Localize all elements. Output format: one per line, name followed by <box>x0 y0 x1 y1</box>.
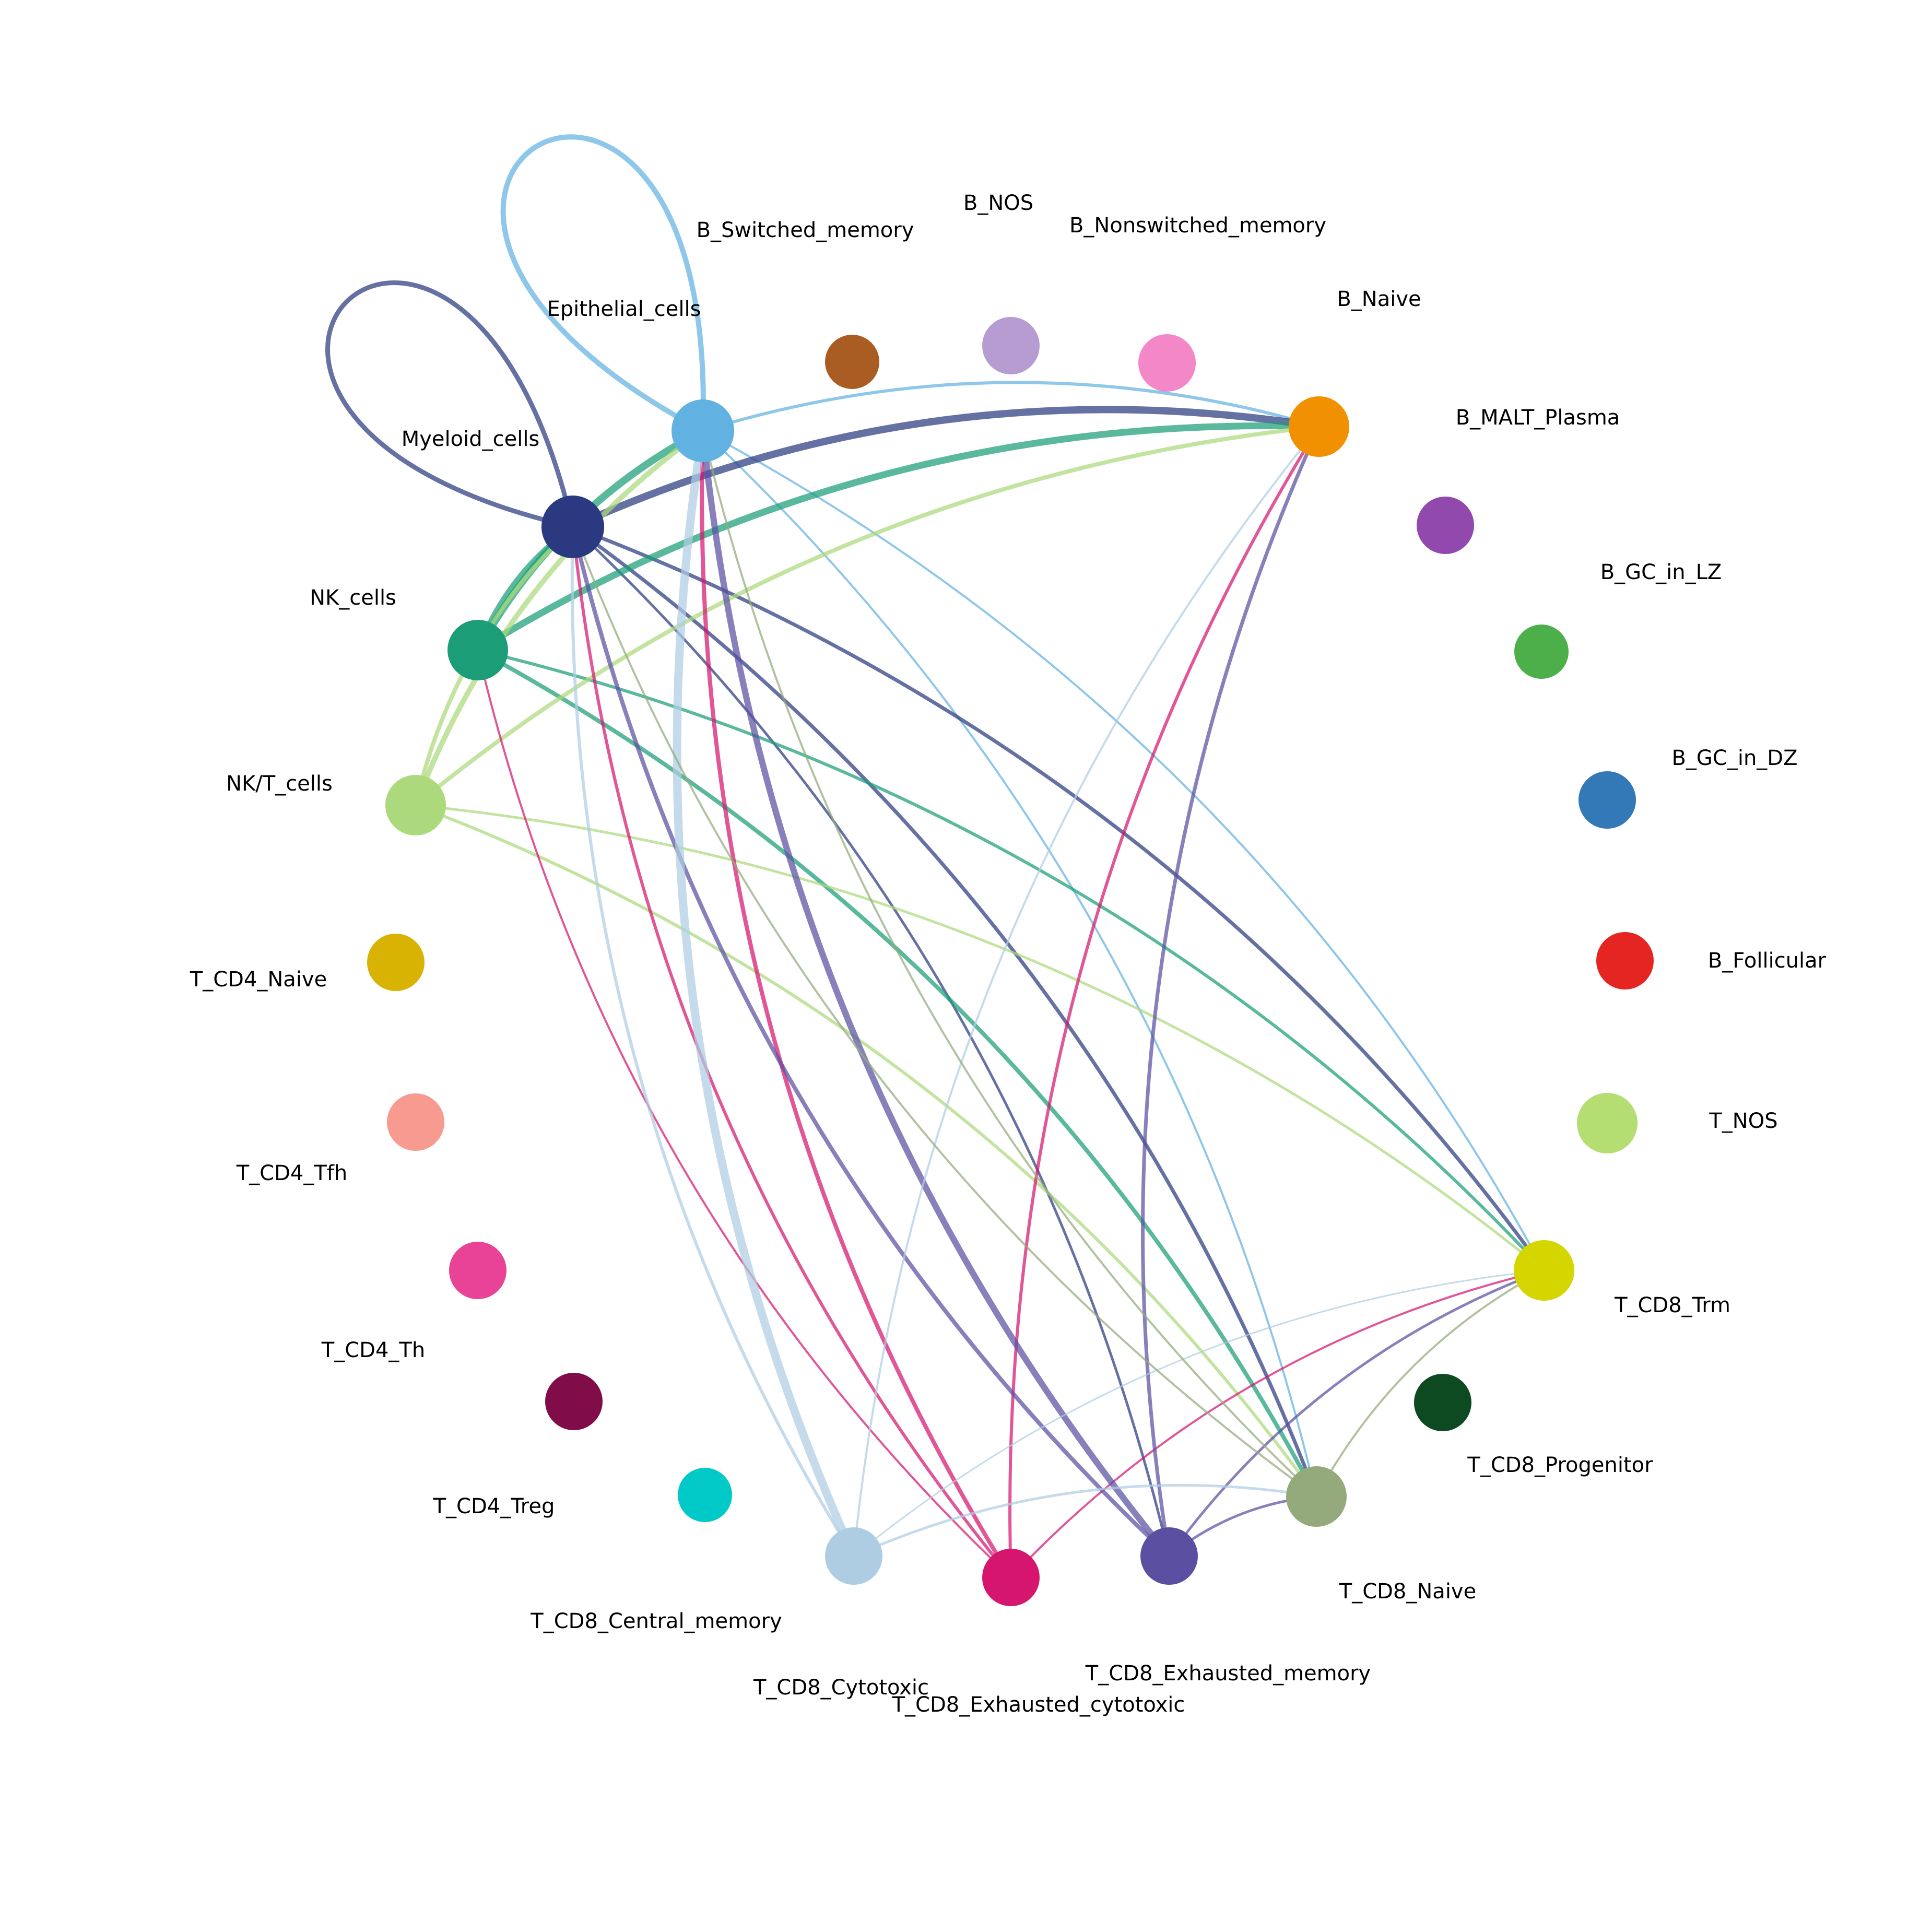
label-B_GC_in_LZ: B_GC_in_LZ <box>1600 560 1722 584</box>
edge-T_CD8_Exhausted_memory-to-B_Naive <box>1141 425 1321 1558</box>
node-Myeloid_cells <box>541 496 604 558</box>
node-T_CD8_Trm <box>1514 1240 1574 1301</box>
node-B_MALT_Plasma <box>1417 497 1474 554</box>
self-loop-Myeloid_cells <box>325 280 575 529</box>
self-loop-Epithelial_cells <box>500 134 706 433</box>
edge-T_CD8_Naive-to-Epithelial_cells <box>702 430 1317 1498</box>
label-Epithelial_cells: Epithelial_cells <box>547 297 701 321</box>
label-T_CD8_Cytotoxic: T_CD8_Cytotoxic <box>753 1676 929 1700</box>
node-B_Nonswitched_memory <box>1138 334 1196 392</box>
node-B_Naive <box>1289 396 1349 457</box>
edge-Epithelial_cells-to-T_CD8_Naive <box>702 430 1317 1498</box>
label-B_MALT_Plasma: B_MALT_Plasma <box>1456 406 1620 430</box>
label-Myeloid_cells: Myeloid_cells <box>402 427 540 451</box>
edge-NK/T_cells-to-B_Naive <box>414 425 1321 807</box>
edge-T_CD8_Naive-to-Myeloid_cells <box>572 526 1317 1498</box>
edge-T_CD8_Exhausted_cytotoxic-to-B_Naive <box>1008 425 1321 1579</box>
label-B_Nonswitched_memory: B_Nonswitched_memory <box>1069 214 1326 238</box>
label-B_Follicular: B_Follicular <box>1708 949 1827 973</box>
label-B_Naive: B_Naive <box>1337 287 1421 311</box>
label-T_CD4_Tfh: T_CD4_Tfh <box>236 1161 347 1185</box>
labels-layer: Epithelial_cells B_Switched_memory B_NOS B_… <box>190 191 1827 1717</box>
label-T_CD8_Exhausted_cytotoxic: T_CD8_Exhausted_cytotoxic <box>892 1693 1185 1717</box>
label-B_Switched_memory: B_Switched_memory <box>697 218 914 242</box>
label-T_CD4_Naive: T_CD4_Naive <box>190 968 327 992</box>
node-Epithelial_cells <box>672 399 734 462</box>
node-B_Switched_memory <box>825 335 879 389</box>
self-loops-layer <box>325 134 706 529</box>
label-NK/T_cells: NK/T_cells <box>226 772 333 796</box>
node-T_CD8_Exhausted_memory <box>1140 1527 1198 1585</box>
node-T_CD8_Cytotoxic <box>825 1527 882 1585</box>
edge-T_CD8_Exhausted_memory-to-Myeloid_cells <box>571 525 1171 1558</box>
label-T_CD8_Exhausted_memory: T_CD8_Exhausted_memory <box>1085 1662 1371 1686</box>
edge-Myeloid_cells-to-B_Naive <box>569 406 1323 531</box>
node-T_CD8_Naive <box>1286 1466 1347 1527</box>
label-B_GC_in_DZ: B_GC_in_DZ <box>1671 746 1797 770</box>
edge-T_CD8_Exhausted_cytotoxic-to-Epithelial_cells <box>700 429 1013 1580</box>
node-B_GC_in_DZ <box>1578 771 1636 829</box>
label-T_CD8_Progenitor: T_CD8_Progenitor <box>1467 1453 1653 1477</box>
label-T_CD4_Treg: T_CD4_Treg <box>433 1494 555 1518</box>
node-T_CD8_Exhausted_cytotoxic <box>982 1549 1040 1606</box>
edge-Myeloid_cells-to-T_CD8_Naive <box>571 525 1318 1499</box>
node-T_NOS <box>1577 1093 1638 1153</box>
node-NK_cells <box>447 620 508 680</box>
node-T_CD8_Central_memory <box>678 1468 732 1522</box>
edge-Epithelial_cells-to-B_Naive <box>701 381 1321 432</box>
label-T_CD8_Naive: T_CD8_Naive <box>1339 1580 1476 1604</box>
edge-T_CD8_Cytotoxic-to-T_CD8_Trm <box>853 1269 1545 1557</box>
edge-T_CD8_Exhausted_cytotoxic-to-Myeloid_cells <box>571 525 1012 1579</box>
label-T_CD8_Central_memory: T_CD8_Central_memory <box>530 1609 782 1633</box>
node-T_CD4_Treg <box>545 1373 603 1430</box>
edge-T_CD8_Exhausted_memory-to-Epithelial_cells <box>700 428 1172 1559</box>
edge-T_CD8_Exhausted_memory-to-T_CD8_Trm <box>1168 1269 1546 1558</box>
label-T_NOS: T_NOS <box>1709 1109 1777 1133</box>
edge-T_CD8_Cytotoxic-to-T_CD8_Naive <box>852 1483 1318 1558</box>
label-B_NOS: B_NOS <box>963 191 1033 215</box>
node-T_CD8_Progenitor <box>1414 1374 1471 1431</box>
edge-NK/T_cells-to-Epithelial_cells <box>413 428 705 808</box>
edge-NK/T_cells-to-T_CD8_Naive <box>414 804 1318 1498</box>
edge-NK/T_cells-to-T_CD8_Trm <box>414 804 1546 1272</box>
edge-T_CD8_Cytotoxic-to-B_Naive <box>853 426 1320 1557</box>
edge-NK_cells-to-T_CD8_Trm <box>476 649 1546 1272</box>
nodes-layer <box>367 317 1654 1606</box>
label-NK_cells: NK_cells <box>310 586 396 610</box>
node-T_CD4_Naive <box>367 934 425 991</box>
edge-Epithelial_cells-to-T_CD8_Trm <box>702 430 1545 1271</box>
label-T_CD4_Th: T_CD4_Th <box>321 1338 425 1362</box>
edge-T_CD8_Cytotoxic-to-Epithelial_cells <box>673 427 858 1560</box>
node-NK/T_cells <box>385 775 446 835</box>
edge-T_CD8_Naive-to-T_CD8_Trm <box>1315 1269 1545 1498</box>
node-T_CD4_Th <box>449 1242 506 1299</box>
edge-T_CD8_Exhausted_cytotoxic-to-NK_cells <box>477 649 1012 1578</box>
node-B_GC_in_LZ <box>1514 625 1569 679</box>
edge-T_CD8_Cytotoxic-to-Myeloid_cells <box>570 525 855 1558</box>
label-T_CD8_Trm: T_CD8_Trm <box>1614 1293 1730 1317</box>
node-B_NOS <box>982 317 1040 374</box>
node-B_Follicular <box>1596 932 1654 989</box>
node-T_CD4_Tfh <box>387 1093 444 1151</box>
edge-T_CD8_Exhausted_cytotoxic-to-T_CD8_Trm <box>1010 1269 1545 1578</box>
